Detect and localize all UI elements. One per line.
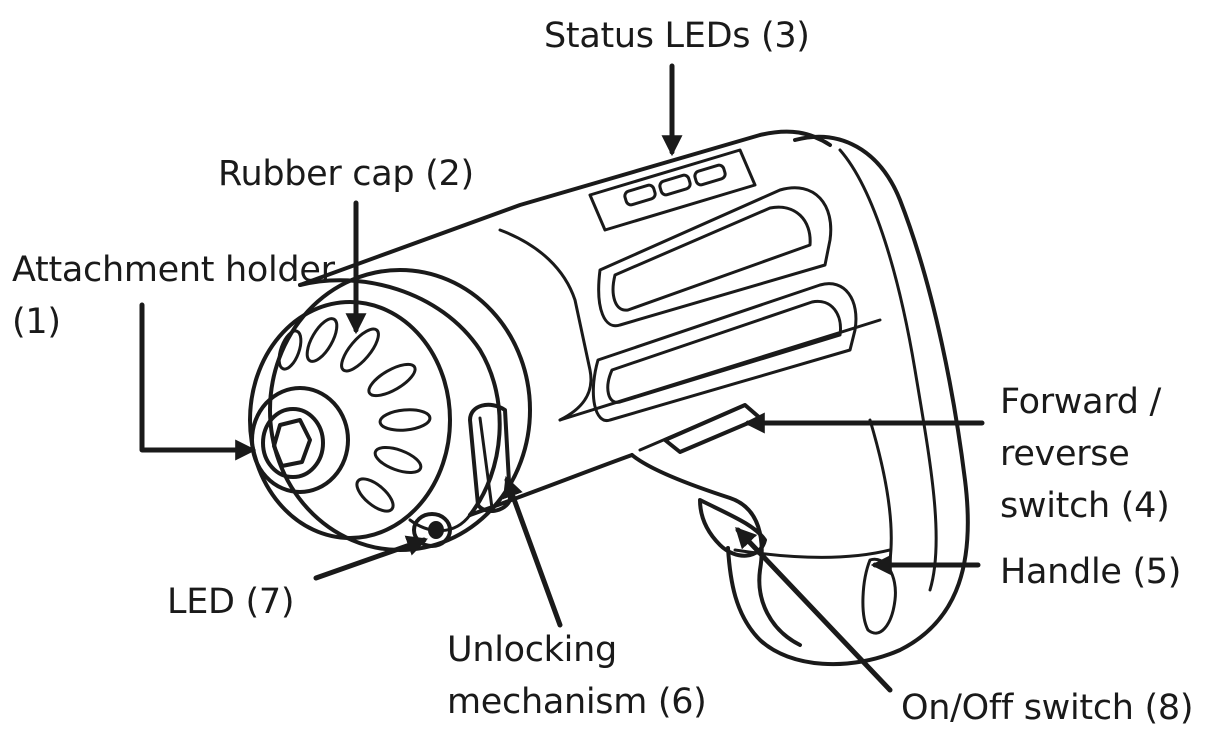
label-status-leds-text: Status LEDs (3) — [544, 16, 810, 56]
handle-outline — [726, 134, 970, 667]
label-unlocking-line1: Unlocking — [447, 630, 617, 670]
handle-grip — [630, 453, 802, 647]
arrow-attachment-holder — [139, 302, 257, 461]
hex-socket — [272, 418, 312, 468]
forward-reverse-switch-shape — [663, 403, 762, 454]
led-lens — [412, 512, 452, 548]
label-rubber-cap-text: Rubber cap (2) — [218, 154, 474, 194]
label-forward-reverse-line2: reverse — [1000, 434, 1130, 474]
barrel-top — [298, 129, 832, 287]
rubber-cap-ribs — [277, 317, 432, 513]
handle-grip-pad — [861, 557, 897, 635]
status-led-3 — [693, 163, 727, 187]
label-attachment-holder: Attachment holder (1) — [12, 244, 335, 348]
label-forward-reverse: Forward / reverse switch (4) — [1000, 376, 1170, 532]
led-window — [588, 148, 757, 232]
pointer-arrows — [139, 63, 985, 693]
label-attachment-holder-line2: (1) — [12, 302, 61, 342]
label-rubber-cap: Rubber cap (2) — [218, 148, 474, 200]
side-panel-upper — [597, 186, 833, 328]
label-led: LED (7) — [167, 576, 294, 628]
side-panel-lower — [591, 282, 858, 422]
trigger-shape — [698, 498, 767, 558]
label-on-off-switch: On/Off switch (8) — [901, 682, 1193, 734]
arrow-on-off — [735, 526, 893, 693]
label-forward-reverse-line1: Forward / — [1000, 382, 1161, 422]
label-attachment-holder-line1: Attachment holder — [12, 250, 335, 290]
handle-inner-contour — [838, 148, 938, 592]
label-handle-text: Handle (5) — [1000, 552, 1182, 592]
rubber-cap — [248, 300, 452, 540]
label-on-off-text: On/Off switch (8) — [901, 688, 1194, 728]
label-unlocking-mechanism: Unlocking mechanism (6) — [447, 624, 707, 728]
label-forward-reverse-line3: switch (4) — [1000, 486, 1170, 526]
label-handle: Handle (5) — [1000, 546, 1181, 598]
status-led-2 — [658, 173, 692, 197]
arrow-led — [313, 535, 428, 581]
led-dot — [428, 521, 444, 539]
label-status-leds: Status LEDs (3) — [544, 10, 810, 62]
unlock-button-shape — [468, 402, 512, 513]
label-unlocking-line2: mechanism (6) — [447, 682, 707, 722]
arrow-unlocking — [502, 476, 563, 628]
label-led-text: LED (7) — [167, 582, 295, 622]
status-led-1 — [623, 183, 657, 207]
